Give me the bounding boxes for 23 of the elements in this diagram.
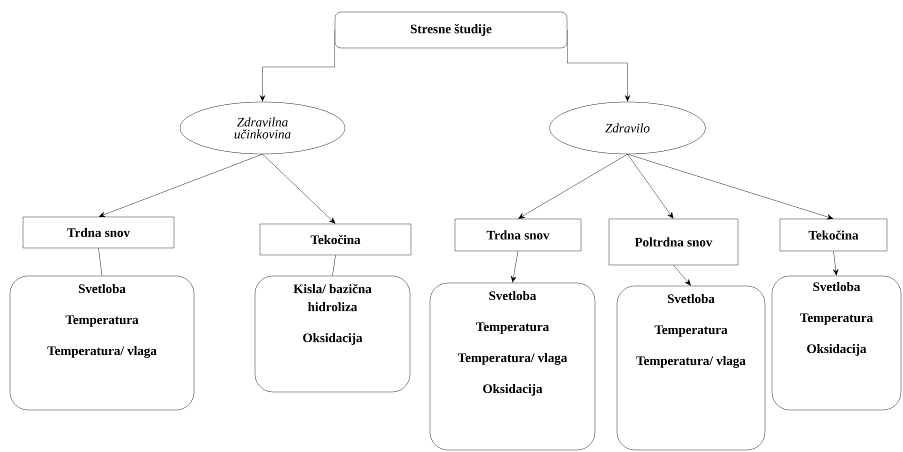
test-list-box: Svetloba Temperatura Temperatura/ vlaga Oksidacija	[430, 282, 596, 450]
form-box: Poltrdna snov	[608, 218, 738, 266]
arrow	[567, 30, 630, 102]
arrow	[98, 154, 263, 218]
arrow	[260, 30, 335, 102]
form-box: Tekočina	[260, 224, 412, 256]
form-box: Trdna snov	[454, 218, 582, 252]
form-box: Tekočina	[780, 218, 888, 252]
test-list-box: Svetloba Temperatura Temperatura/ vlaga	[616, 286, 766, 450]
title-box: Stresne študije	[334, 12, 568, 48]
arrow	[518, 154, 628, 219]
test-list-box: Kisla/ bazična hidroliza Oksidacija	[254, 276, 410, 392]
form-box: Trdna snov	[22, 216, 174, 248]
arrow	[627, 154, 834, 220]
connector-line	[332, 255, 336, 276]
connector-line	[98, 248, 102, 276]
arrow	[833, 251, 838, 276]
arrow	[510, 251, 518, 282]
test-list-box: Svetloba Temperatura Temperatura/ vlaga	[10, 276, 194, 410]
arrow	[673, 265, 691, 286]
arrow	[262, 154, 336, 224]
test-list-box: Svetloba Temperatura Oksidacija	[772, 276, 902, 410]
arrow	[627, 154, 674, 219]
